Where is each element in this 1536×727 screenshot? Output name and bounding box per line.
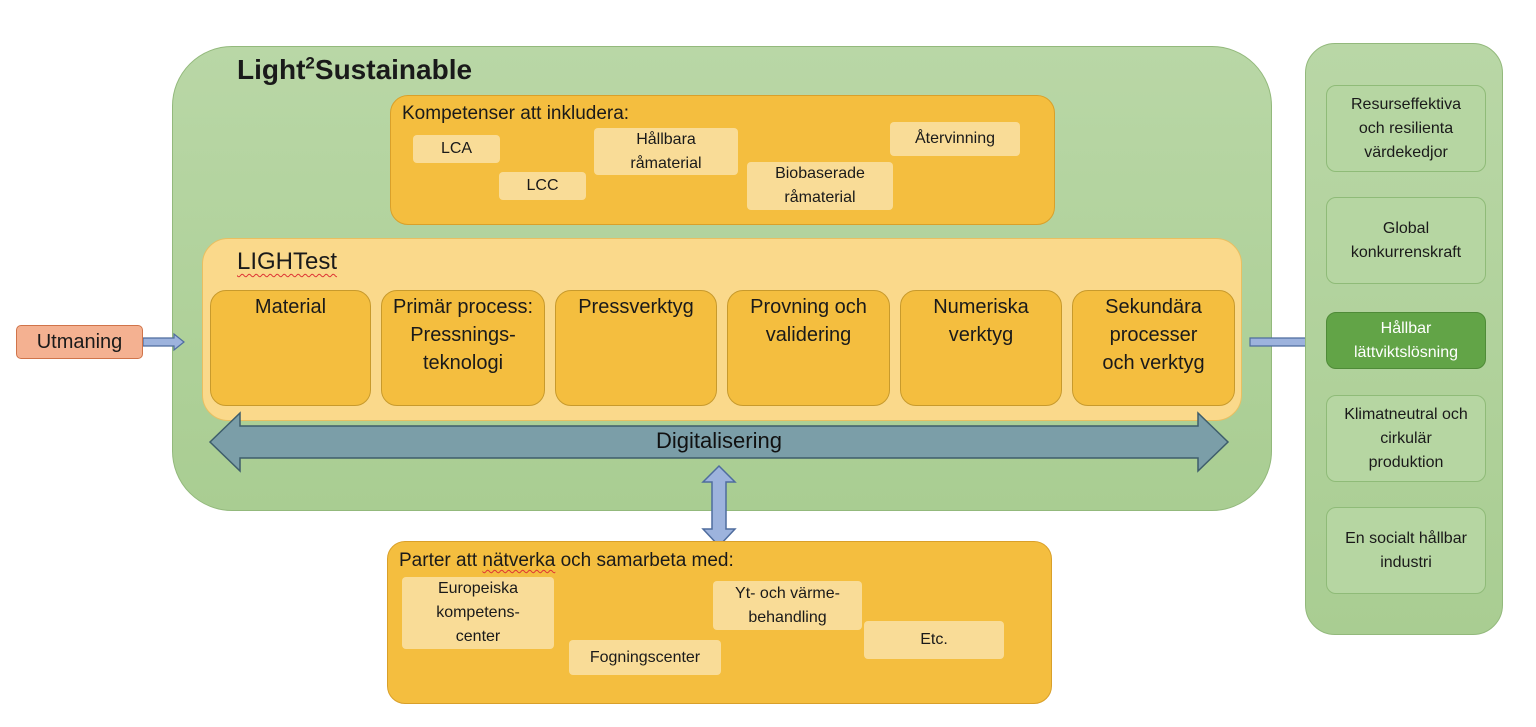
outcome-global-konkurrenskraft: Global konkurrenskraft — [1326, 197, 1486, 284]
program-title-superscript: 2 — [305, 53, 315, 73]
competences-heading: Kompetenser att inkludera: — [402, 103, 630, 124]
partners-heading-pre: Parter att — [399, 550, 483, 571]
partners-heading-word: nätverka — [482, 550, 556, 571]
partner-chip-yt-och-varme: Yt- och värme-behandling — [713, 581, 862, 630]
lightest-column-provning: Provning och validering — [727, 290, 890, 406]
lightest-column-material: Material — [210, 290, 371, 406]
competence-chip-lcc: LCC — [499, 172, 586, 200]
lightest-column-primar-process: Primär process: Pressnings-teknologi — [381, 290, 545, 406]
program-title-rest: Sustainable — [314, 54, 473, 85]
program-title: Light2Sustainable — [237, 54, 472, 86]
partners-connector-arrow — [701, 464, 737, 548]
partners-heading-post: och samarbeta med: — [555, 550, 734, 571]
competence-chip-hallbara-ramaterial: Hållbara råmaterial — [594, 128, 738, 175]
competence-chip-atervinning: Återvinning — [890, 122, 1020, 156]
lightest-title: LIGHTest — [237, 248, 338, 275]
challenge-box: Utmaning — [16, 325, 143, 359]
digitalisering-arrow — [208, 411, 1230, 473]
lightest-band — [202, 238, 1242, 421]
partners-heading: Parter att nätverka och samarbeta med: — [399, 550, 734, 572]
partner-chip-fogningscenter: Fogningscenter — [569, 640, 721, 675]
lightest-column-sekundara-processer: Sekundära processer och verktyg — [1072, 290, 1235, 406]
program-title-main: Light — [237, 54, 306, 85]
partner-chip-etc: Etc. — [864, 621, 1004, 659]
competence-chip-biobaserade-ramaterial: Biobaserade råmaterial — [747, 162, 893, 210]
lightest-column-pressverktyg: Pressverktyg — [555, 290, 717, 406]
outcome-klimatneutral: Klimatneutral och cirkulär produktion — [1326, 395, 1486, 482]
outcome-socialt-hallbar: En socialt hållbar industri — [1326, 507, 1486, 594]
digitalisering-label: Digitalisering — [656, 428, 782, 453]
outcome-resurseffektiva: Resurseffektiva och resilienta värdekedj… — [1326, 85, 1486, 172]
outcome-hallbar-lattviktslosning: Hållbar lättviktslösning — [1326, 312, 1486, 369]
partner-chip-europeiska: Europeiska kompetens-center — [402, 577, 554, 649]
challenge-arrow — [142, 332, 185, 352]
competence-chip-lca: LCA — [413, 135, 500, 163]
lightest-column-numeriska-verktyg: Numeriska verktyg — [900, 290, 1062, 406]
